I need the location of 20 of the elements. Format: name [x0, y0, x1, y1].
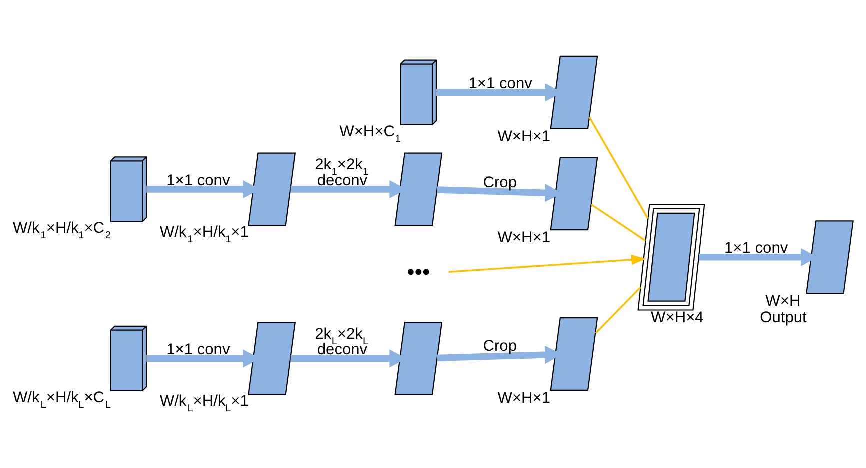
node-label: W/k$_{L}$×H/k$_{L}$×C$_{L}$: [12, 389, 111, 411]
node-label: W×H×1: [498, 390, 551, 407]
node-label: W/k$_{1}$×H/k$_{1}$×1: [160, 224, 249, 246]
node-label: W×H×1: [498, 230, 551, 247]
node-label: W×H×1: [498, 128, 551, 146]
node-label: W×H×C$_{1}$: [340, 123, 401, 145]
edge-label: Crop: [483, 338, 517, 356]
edge-label: 1×1 conv: [724, 240, 788, 258]
node-label: W/k$_{1}$×H/k$_{1}$×C$_{2}$: [12, 220, 111, 242]
node-text: •••: [406, 260, 430, 285]
edge-label: 1×1 conv: [166, 341, 230, 358]
node-label: W×H×4: [651, 310, 704, 327]
edge-label: 2k$_{1}$×2k$_{1}$ deconv: [315, 156, 369, 190]
edge-label: 1×1 conv: [468, 75, 532, 92]
edge-label: Crop: [483, 174, 517, 192]
node-label: W×H: [766, 293, 801, 310]
edge-label: 2k$_{L}$×2k$_{L}$ deconv: [315, 326, 369, 358]
node-label: W/k$_{L}$×H/k$_{L}$×1: [160, 393, 249, 415]
edge-label: 1×1 conv: [166, 172, 230, 190]
node-label: Output: [760, 310, 807, 327]
